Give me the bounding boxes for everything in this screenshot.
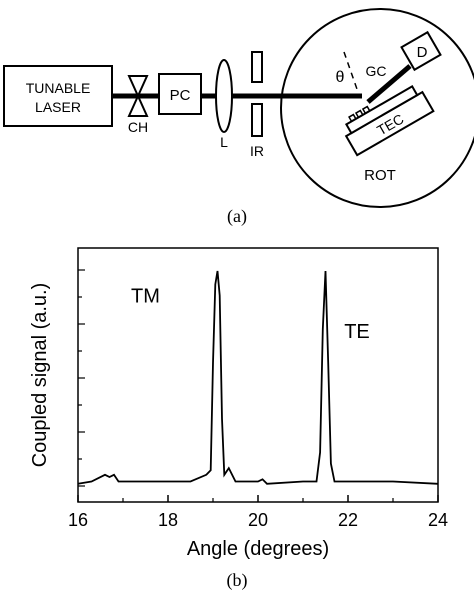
chopper-symbol [127,75,149,117]
detector-arm [366,64,412,104]
tunable-laser-box [3,65,113,127]
rot-label: ROT [364,167,396,184]
x-tick-label-22: 22 [338,510,358,530]
rotation-stage [280,8,474,208]
setup-diagram: TUNABLE LASER CH PC L IR ROT TEC D [3,8,474,208]
grating-teeth [348,105,371,122]
theta-label: θ [336,69,345,86]
iris-top [251,51,263,83]
annotation-tm: TM [131,285,160,307]
normal-line [343,51,359,93]
caption-a: (a) [227,206,247,227]
chart: 16 18 20 22 24 TM TE Angle (degrees) Coupled… [29,247,448,560]
signal-series-line [77,270,439,485]
detector-label: D [417,44,428,61]
sample-chip [344,85,419,135]
x-tick-label-18: 18 [158,510,178,530]
x-ticks: 16 18 20 22 24 [68,495,448,530]
iris-label: IR [250,143,264,159]
pc-box [158,73,202,115]
gc-label: GC [366,63,387,79]
tunable-laser-label-2: LASER [35,99,81,115]
annotation-te: TE [344,321,370,343]
x-tick-label-20: 20 [248,510,268,530]
y-axis-label: Coupled signal (a.u.) [29,283,51,468]
x-tick-label-16: 16 [68,510,88,530]
chopper-label: CH [128,119,148,135]
lens-label: L [220,134,228,150]
lens-symbol [215,59,233,133]
y-ticks [78,269,85,487]
pc-label: PC [170,87,191,104]
iris-bottom [251,103,263,137]
x-axis-label: Angle (degrees) [187,538,329,560]
sample-assembly: TEC [344,85,435,157]
tunable-laser-label: TUNABLE [26,80,91,96]
caption-b: (b) [227,570,248,591]
detector-box [400,30,442,72]
x-tick-label-24: 24 [428,510,448,530]
